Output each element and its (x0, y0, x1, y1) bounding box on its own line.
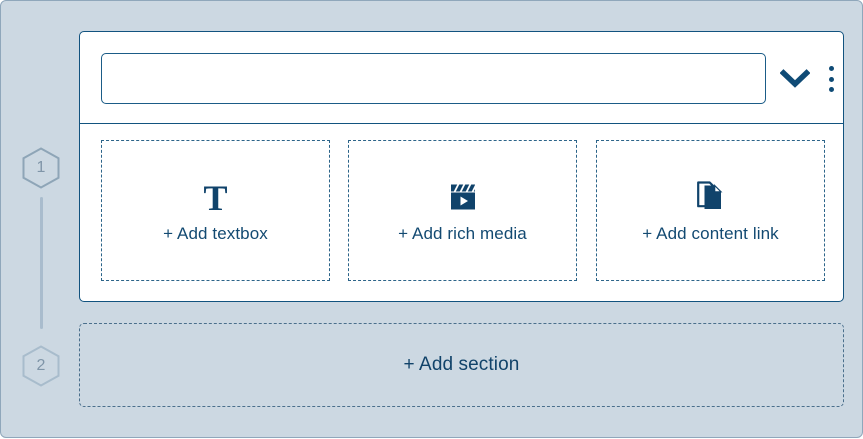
hexagon-icon (22, 147, 60, 189)
add-rich-media-tile[interactable]: + Add rich media (348, 140, 577, 281)
add-textbox-tile[interactable]: T + Add textbox (101, 140, 330, 281)
stepper-marker-1-number: 1 (36, 159, 46, 176)
stepper-connector-line (40, 197, 43, 329)
kebab-dot (828, 76, 834, 82)
add-content-link-tile[interactable]: + Add content link (596, 140, 825, 281)
chevron-down-icon (780, 69, 810, 88)
hexagon-icon (22, 345, 60, 387)
document-pages-icon (696, 178, 725, 212)
document-pages-glyph (696, 180, 722, 209)
text-t-glyph: T (203, 177, 228, 218)
add-textbox-label: + Add textbox (163, 223, 268, 243)
add-rich-media-label: + Add rich media (398, 223, 527, 243)
stepper-marker-2[interactable]: 2 (22, 345, 60, 387)
kebab-dot (828, 66, 834, 71)
stepper-marker-1[interactable]: 1 (22, 147, 60, 189)
add-section-label: + Add section (403, 354, 520, 375)
clapperboard-play-glyph (450, 183, 477, 209)
collapse-section-button[interactable] (777, 65, 813, 93)
section-card: T + Add textbox (79, 31, 844, 302)
section-card-header (80, 32, 843, 124)
section-title-input[interactable] (101, 53, 766, 104)
section-card-body: T + Add textbox (80, 124, 843, 301)
kebab-dot (828, 87, 834, 92)
clapperboard-play-icon (448, 178, 478, 212)
section-stepper-rail: 1 2 (1, 1, 79, 439)
text-t-icon: T (203, 177, 228, 218)
section-options-menu-button[interactable] (820, 63, 842, 95)
add-content-link-label: + Add content link (642, 223, 779, 243)
add-section-button[interactable]: + Add section (79, 323, 844, 407)
stepper-marker-2-number: 2 (36, 357, 46, 374)
